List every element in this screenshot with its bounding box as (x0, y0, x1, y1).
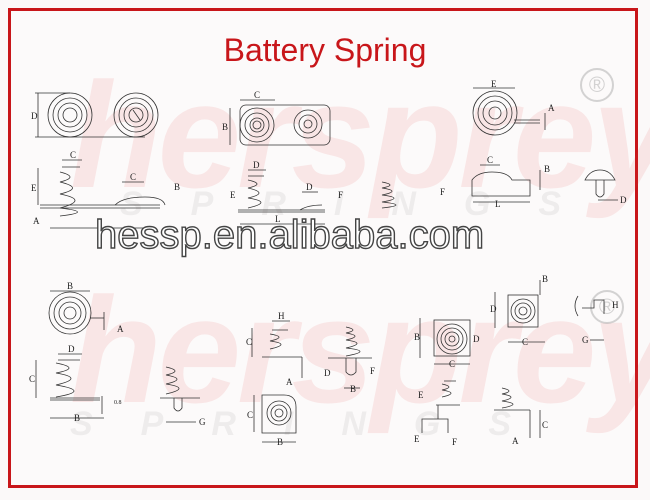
drawing-button-contact-bent: C B F L (440, 155, 550, 209)
svg-text:F: F (440, 187, 445, 197)
drawing-flat-spiral-pair: D (31, 92, 159, 138)
drawing-spiral-bent-plate: B D C (490, 274, 548, 347)
svg-text:B: B (277, 437, 283, 447)
svg-text:B: B (350, 384, 356, 394)
drawing-button-contact-clip: D (584, 169, 627, 205)
svg-text:F: F (370, 366, 375, 376)
svg-text:D: D (31, 111, 38, 121)
svg-text:A: A (548, 103, 555, 113)
svg-text:C: C (254, 90, 260, 100)
svg-text:D: D (620, 195, 627, 205)
drawing-conical-spring-standalone (381, 181, 397, 209)
drawing-conical-spring-small-plate: D D E F L (230, 160, 343, 225)
drawing-conical-spring-z-bracket: E E F (414, 380, 460, 447)
svg-text:E: E (418, 390, 424, 400)
svg-text:B: B (414, 332, 420, 342)
svg-text:A: A (117, 324, 124, 334)
svg-text:B: B (544, 164, 550, 174)
drawing-flat-spiral-plate: C B (222, 90, 331, 146)
svg-text:G: G (582, 335, 589, 345)
drawing-conical-spring-tab: D C B 0.8 (29, 344, 122, 423)
brand-watermark-bottom: hersprey (70, 266, 650, 434)
drawing-conical-spring-bracket: H C A (246, 311, 303, 387)
drawing-conical-spring-clip: G (160, 366, 206, 427)
svg-text:C: C (246, 337, 252, 347)
svg-text:D: D (324, 368, 331, 378)
svg-text:F: F (338, 190, 343, 200)
frame-border (8, 8, 638, 488)
svg-text:0.8: 0.8 (114, 400, 122, 406)
page-title: Battery Spring (223, 32, 427, 68)
svg-text:C: C (247, 410, 253, 420)
registered-mark-top: ® (580, 68, 614, 102)
svg-text:L: L (275, 214, 281, 224)
brand-watermark-top: hersprey (70, 51, 650, 219)
svg-text:B: B (74, 413, 80, 423)
svg-text:G: G (199, 417, 206, 427)
svg-text:D: D (306, 182, 313, 192)
svg-text:D: D (253, 160, 260, 170)
drawing-spiral-square-plate: C B (247, 394, 297, 447)
svg-text:L: L (495, 199, 501, 209)
svg-text:B: B (174, 182, 180, 192)
svg-text:C: C (487, 155, 493, 165)
drawing-conical-spring-plate: C C E B A (31, 150, 180, 229)
drawing-spiral-with-tab: E A (472, 79, 555, 136)
url-watermark: hessp.en.alibaba.com (94, 212, 485, 257)
svg-text:E: E (31, 183, 37, 193)
svg-text:C: C (29, 374, 35, 384)
svg-text:B: B (222, 122, 228, 132)
svg-text:C: C (70, 150, 76, 160)
drawing-spiral-with-tab-2: B A (48, 281, 124, 335)
svg-text:C: C (522, 337, 528, 347)
svg-text:C: C (449, 359, 455, 369)
svg-text:C: C (542, 420, 548, 430)
svg-text:A: A (512, 436, 519, 446)
svg-text:B: B (542, 274, 548, 284)
svg-text:D: D (490, 304, 497, 314)
svg-text:D: D (68, 344, 75, 354)
drawing-button-contact-z: H G (574, 295, 619, 345)
svg-text:E: E (491, 79, 497, 89)
svg-text:E: E (414, 434, 420, 444)
svg-text:H: H (612, 300, 619, 310)
svg-text:D: D (473, 334, 480, 344)
drawing-spiral-square-plate-2: B D C (414, 318, 480, 369)
svg-text:H: H (278, 311, 285, 321)
springs-watermark-top: SPRINGS (120, 185, 610, 223)
drawing-conical-spring-long-tab: C A (494, 387, 548, 446)
svg-text:E: E (230, 190, 236, 200)
svg-text:B: B (67, 281, 73, 291)
svg-text:A: A (33, 216, 40, 226)
svg-text:C: C (130, 172, 136, 182)
drawing-conical-spring-uclip: D F B (324, 326, 375, 394)
svg-text:A: A (286, 377, 293, 387)
svg-text:F: F (452, 437, 457, 447)
